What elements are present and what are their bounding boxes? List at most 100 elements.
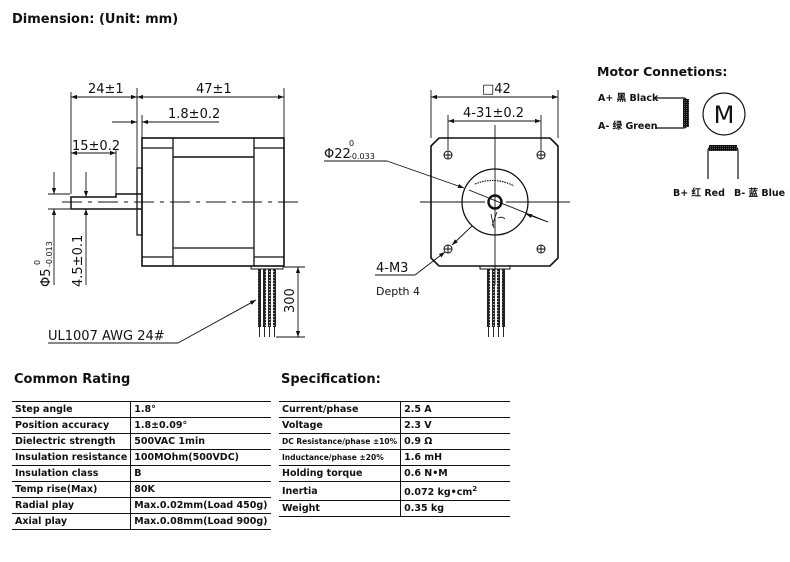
hole-spec: 4-M3	[376, 261, 408, 276]
row-key: DC Resistance/phase ±10%	[279, 433, 402, 450]
row-value: B	[130, 465, 271, 482]
motor-symbol-circle	[702, 92, 746, 136]
dim-42: □42	[482, 82, 511, 97]
motor-connections-title: Motor Connetions:	[597, 64, 728, 79]
row-value: 1.8±0.09°	[130, 417, 271, 434]
dim-shaft-dia-lower-tol: -0.013	[45, 241, 54, 267]
wire-color-cn: 红	[692, 187, 702, 199]
row-key: Weight	[279, 500, 402, 518]
specification-title: Specification:	[281, 372, 381, 387]
row-value: 0.35 kg	[400, 500, 510, 518]
row-value: 500VAC 1min	[130, 433, 271, 450]
svg-text:A- 绿 Green: A- 绿 Green	[598, 120, 658, 132]
dim-shaft-dia-upper-tol: 0	[33, 260, 42, 265]
dim-24: 24±1	[88, 82, 124, 97]
inertia-exponent: 2	[472, 485, 478, 493]
wire-color: Red	[704, 188, 725, 199]
dim-boss-upper-tol: 0	[349, 139, 354, 148]
row-key: Temp rise(Max)	[12, 481, 132, 498]
svg-text:B- 蓝 Blue: B- 蓝 Blue	[734, 187, 785, 199]
wire-pin: A+	[598, 93, 613, 104]
page-title: Dimension: (Unit: mm)	[12, 12, 179, 27]
dim-1-8: 1.8±0.2	[168, 107, 220, 122]
row-key: Holding torque	[279, 465, 402, 482]
row-key: Inductance/phase ±20%	[279, 449, 402, 466]
dim-300: 300	[283, 288, 298, 313]
motor-symbol-letter: M	[714, 101, 735, 129]
wire-label-a-plus: A+ 黑 Black	[598, 93, 659, 104]
row-key: Voltage	[279, 417, 402, 434]
wire-pin: B+	[673, 188, 688, 199]
row-value: 0.072 kg•cm2	[400, 480, 510, 502]
table-row: Temp rise(Max)80K	[12, 481, 271, 498]
lead-wire-spec: UL1007 AWG 24#	[48, 329, 165, 344]
row-key: Radial play	[12, 497, 132, 514]
wire-pin: B-	[734, 188, 745, 199]
row-key: Inertia	[279, 480, 402, 502]
dim-flat-depth: 4.5±0.1	[71, 235, 86, 287]
dim-boss-lower-tol: -0.033	[349, 152, 375, 161]
wire-pin: A-	[598, 121, 609, 132]
connection-diagram	[656, 92, 746, 179]
side-view	[48, 88, 305, 344]
dim-47: 47±1	[196, 82, 232, 97]
row-key: Current/phase	[279, 401, 402, 418]
svg-text:B+ 红 Red: B+ 红 Red	[673, 187, 725, 199]
table-row: Inductance/phase ±20%1.6 mH	[279, 449, 510, 466]
wire-label-b-minus: B- 蓝 Blue	[734, 187, 785, 199]
wire-color-cn: 蓝	[749, 187, 759, 199]
shaft	[70, 193, 142, 210]
lead-wires	[258, 269, 276, 337]
row-key: Insulation resistance	[12, 449, 132, 466]
wire-label-a-minus: A- 绿 Green	[598, 120, 658, 132]
row-key: Step angle	[12, 401, 132, 418]
mounting-holes	[443, 150, 546, 254]
row-value: Max.0.08mm(Load 900g)	[130, 513, 271, 530]
row-value: 2.5 A	[400, 401, 510, 418]
svg-text:A+ 黑 Black: A+ 黑 Black	[598, 93, 659, 104]
wire-label-b-plus: B+ 红 Red	[673, 187, 725, 199]
wire-color-cn: 绿	[613, 120, 623, 132]
hole-depth: Depth 4	[376, 285, 420, 298]
inertia-value: 0.072 kg•cm	[404, 487, 473, 499]
dim-15: 15±0.2	[72, 139, 120, 154]
row-value: 2.3 V	[400, 417, 510, 434]
row-value: 0.9 Ω	[400, 433, 510, 450]
row-key: Axial play	[12, 513, 132, 530]
common-rating-title: Common Rating	[14, 372, 131, 387]
row-value: 80K	[130, 481, 271, 498]
dim-shaft-dia: Φ5	[39, 268, 54, 287]
row-value: 0.6 N•M	[400, 465, 510, 482]
wire-color: Black	[629, 93, 659, 104]
wire-color: Green	[625, 121, 657, 132]
wire-color: Blue	[761, 188, 785, 199]
front-view	[324, 90, 570, 337]
front-plate	[430, 137, 559, 267]
wire-color-cn: 黑	[617, 93, 627, 104]
table-row: DC Resistance/phase ±10%0.9 Ω	[279, 433, 510, 450]
row-value: 100MOhm(500VDC)	[130, 449, 271, 466]
row-value: 1.6 mH	[400, 449, 510, 466]
boss	[136, 167, 143, 236]
row-key: Dielectric strength	[12, 433, 132, 450]
row-key: Insulation class	[12, 465, 132, 482]
row-value: 1.8°	[130, 401, 271, 418]
dim-boss-dia: Φ22	[324, 147, 351, 162]
dim-4-31: 4-31±0.2	[463, 106, 524, 121]
row-key: Position accuracy	[12, 417, 132, 434]
